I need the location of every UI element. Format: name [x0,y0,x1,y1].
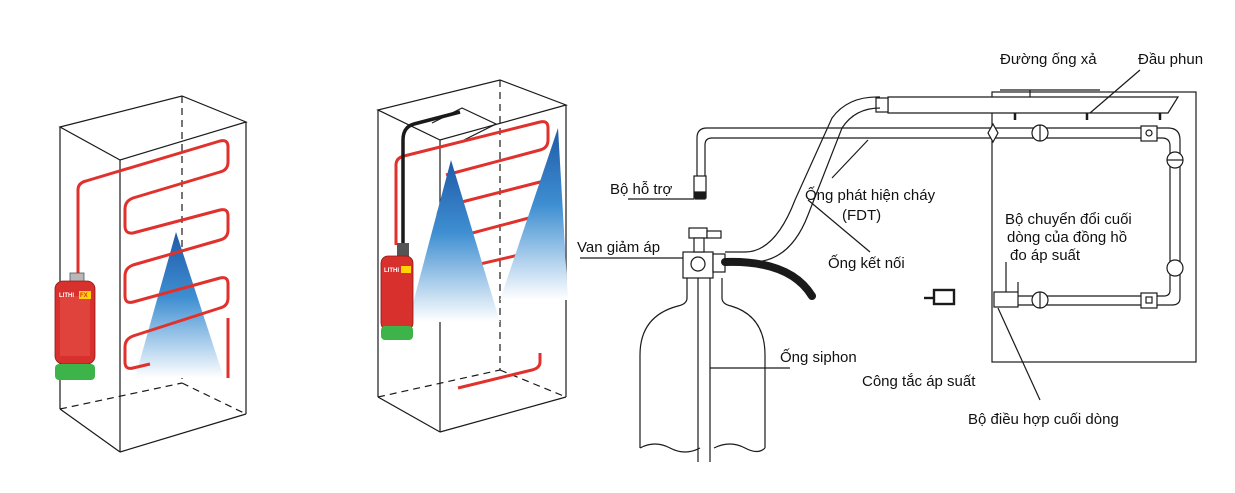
cylinder-outline [721,278,766,448]
cylinder-outline [639,278,688,448]
spray-cone-icon [408,160,500,322]
valve-stem [693,237,705,253]
fdt-tube-inner [704,137,1171,297]
leader-connector [807,199,871,253]
extinguisher-brand: LITHI [59,293,74,299]
valve-cap [688,227,708,239]
extinguisher-brand: LITHI [384,268,399,274]
schematic-frame [991,91,1197,363]
label-pressure-switch: Công tắc áp suất [862,373,976,390]
label-end-adapter-line2: dòng của đồng hồ [1007,229,1127,246]
discharge-pipe [887,96,1180,114]
spray-cone-icon [135,232,224,378]
schematic [580,69,1197,462]
label-connector-pipe: Ống kết nối [828,254,905,272]
label-discharge-pipe: Đường ống xả [1000,51,1097,68]
tee-fitting [987,122,999,144]
elbow-fitting [1140,125,1158,142]
discharge-pipe-cap [875,97,889,113]
valve-side-port [706,230,722,239]
cabinet-left-hidden-edge [59,382,183,410]
cabinet-left-hidden-edge [181,382,247,415]
detection-tube-left [76,139,230,370]
pressure-switch-icon [932,288,956,306]
connector-pipe-outer [725,96,881,253]
support-block-base [694,191,706,200]
elbow-fitting-hole [1145,296,1153,304]
elbow-fitting [1140,292,1158,309]
cylinder-break [713,443,766,453]
cabinet-left-edge [59,408,121,453]
label-fdt-line2: (FDT) [842,207,881,224]
cabinet-right-edge [377,396,441,433]
extinguisher-badge: FX [80,293,88,299]
spray-cone-icon [500,128,568,300]
fdt-tube-outer [696,127,1181,306]
cabinet-left-edge [119,413,247,453]
leader-fdt [831,139,869,179]
valve-knob [690,256,706,272]
label-end-adapter-line1: Bộ chuyển đổi cuối [1005,211,1132,228]
elbow-fitting-hole [1145,129,1153,137]
connection-hose-right [401,110,461,250]
cabinet-right-hidden-edge [377,369,501,398]
fire-extinguisher-icon: LITHI FX [54,272,96,380]
leader-nozzle [1089,69,1141,114]
fire-extinguisher-icon: LITHI [380,243,414,340]
cabinet-left [58,95,248,453]
cylinder-break [639,443,701,453]
black-hose [721,257,816,300]
label-end-adapter-line3: đo áp suất [1010,247,1081,264]
label-siphon: Ống siphon [780,348,857,366]
leader-regulator [997,307,1041,401]
label-support: Bộ hỗ trợ [610,181,673,198]
end-of-line-adapter [993,291,1019,308]
coupling [1166,259,1184,277]
cabinet-left-top-face [58,95,248,161]
connector-pipe-inner [725,107,881,263]
label-end-regulator: Bộ điều hợp cuối dòng [968,411,1119,428]
label-nozzle: Đầu phun [1138,51,1203,68]
cabinet-right-edge [439,396,567,433]
label-fdt-line1: Ống phát hiện cháy [805,186,936,204]
label-pressure-valve: Van giảm áp [577,239,660,256]
